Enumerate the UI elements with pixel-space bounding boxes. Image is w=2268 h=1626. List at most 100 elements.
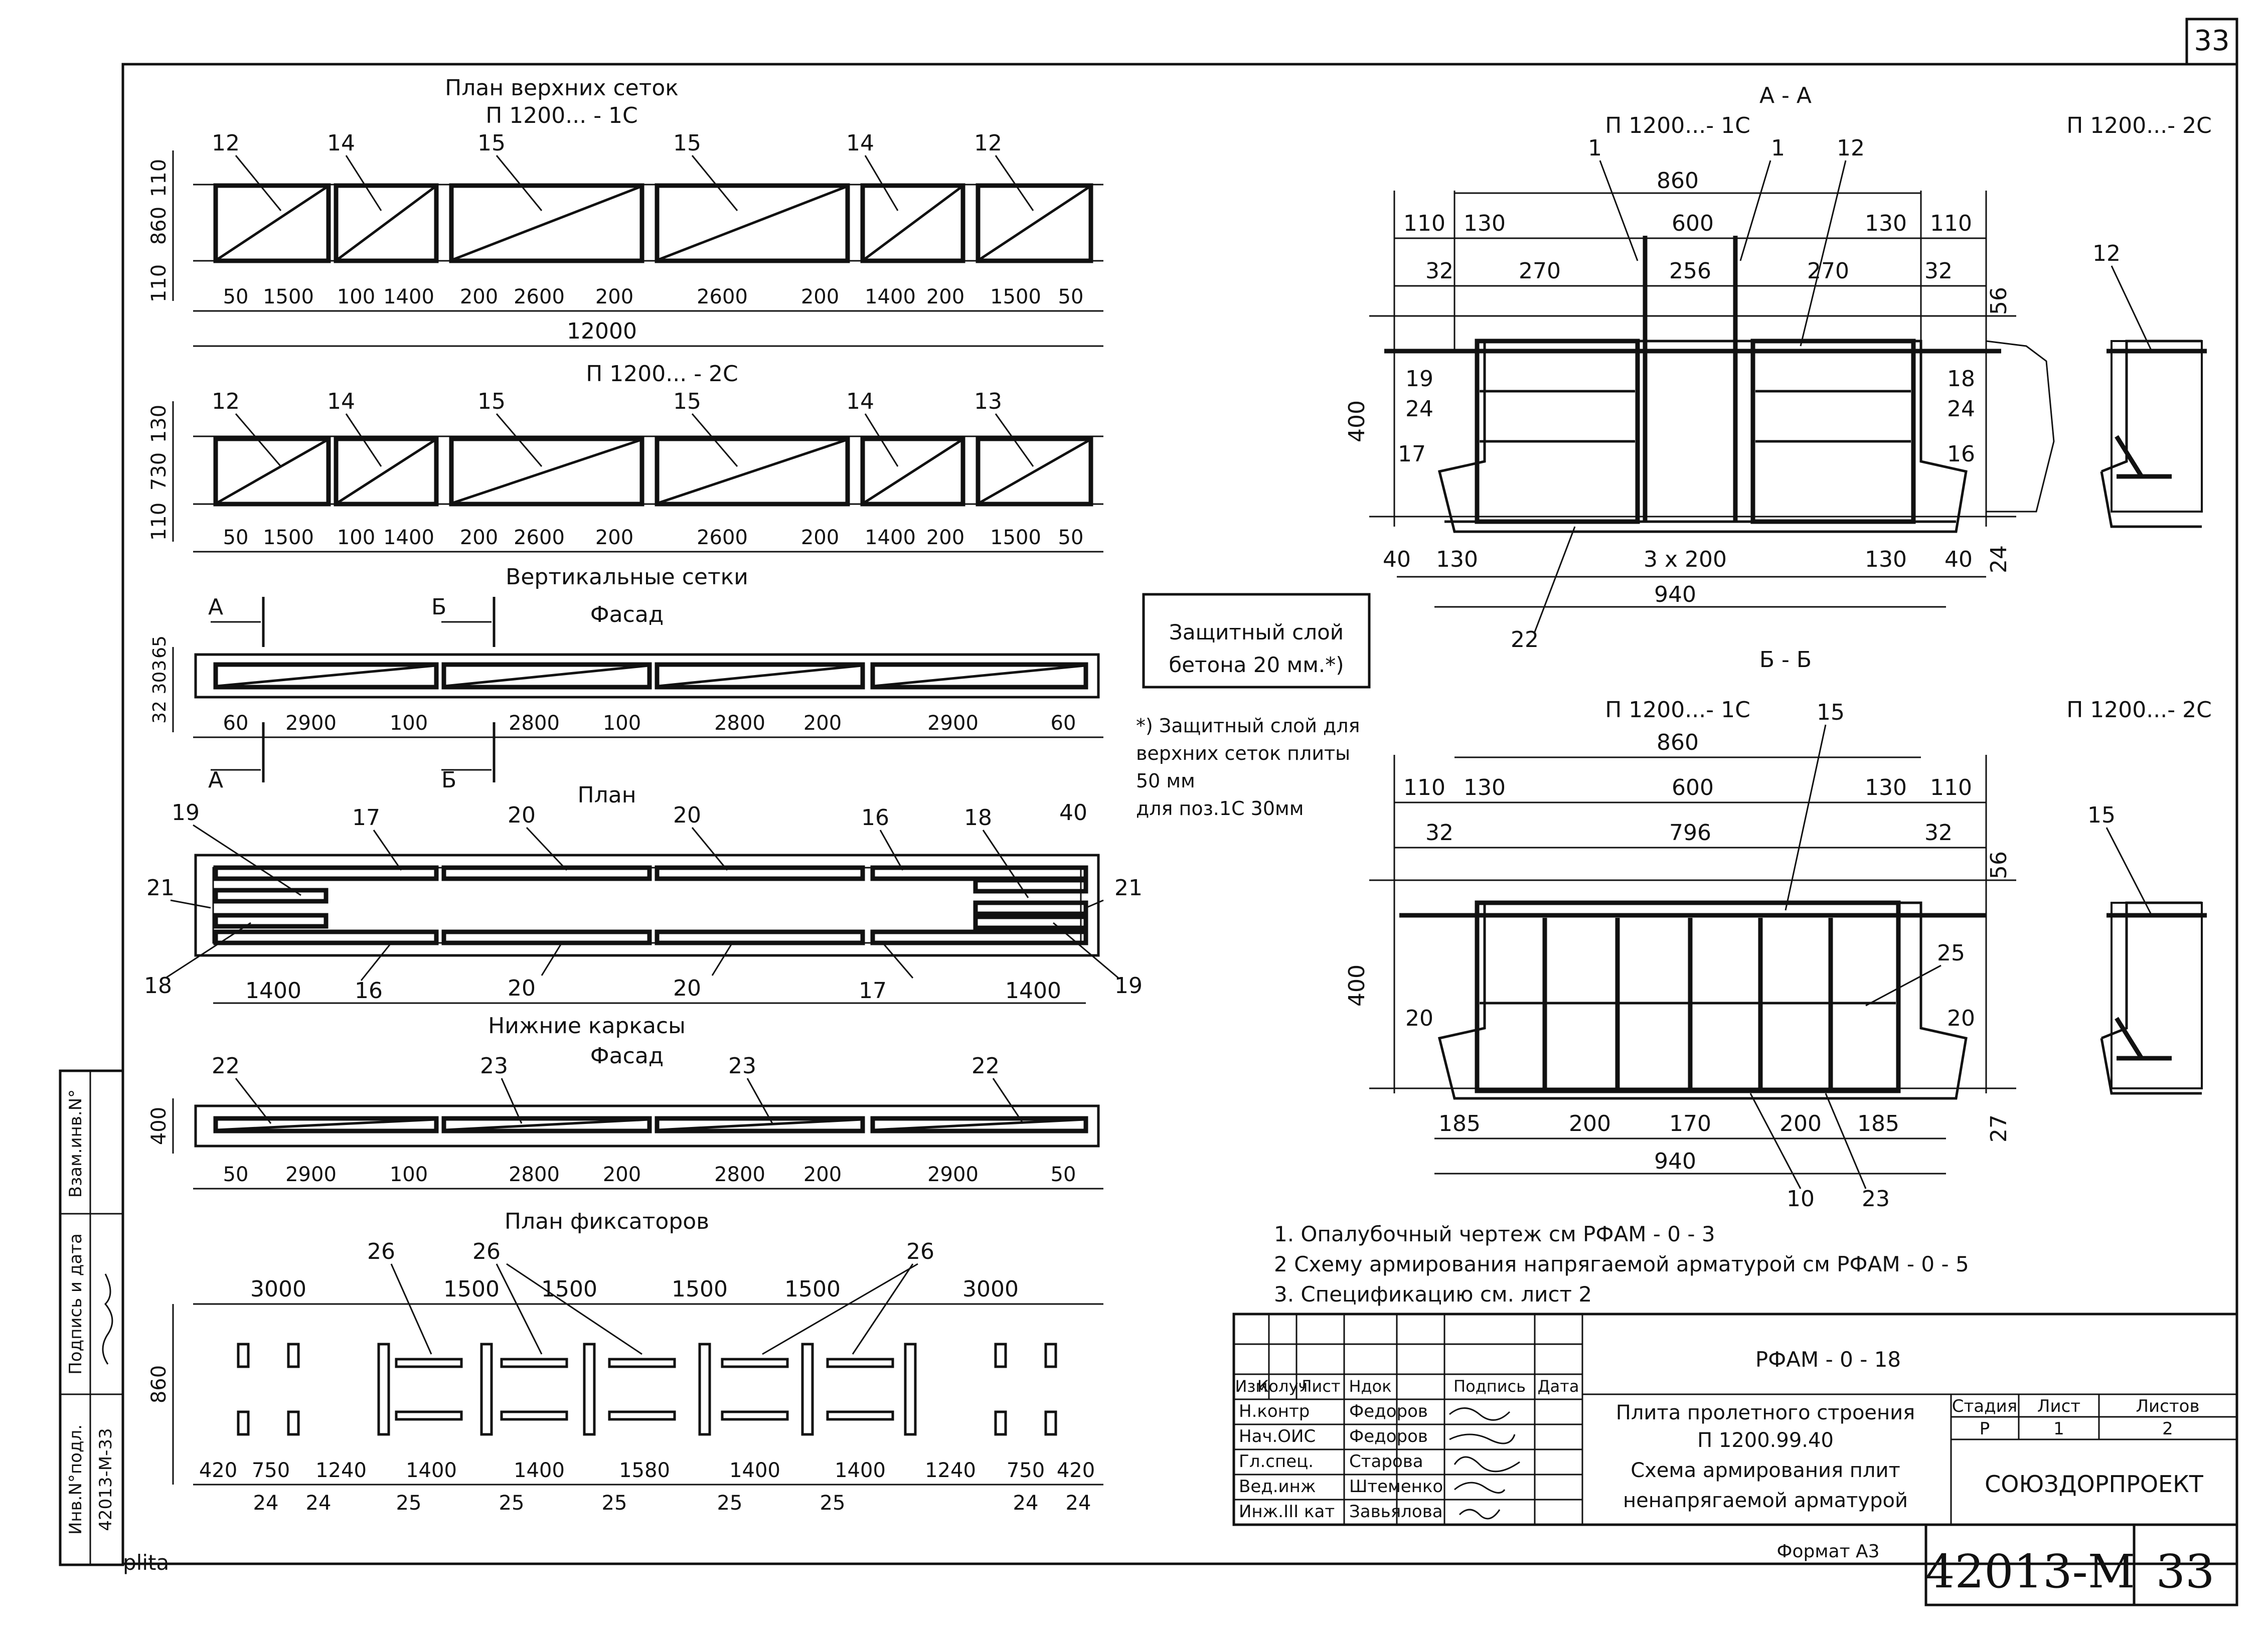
title-line: ненапрягаемой арматурой xyxy=(1623,1489,1908,1512)
sec-mark: 16 xyxy=(1947,441,1975,467)
dim: 2900 xyxy=(285,1163,337,1186)
vdim: 730 xyxy=(147,452,171,491)
sec-mark: 1 xyxy=(1588,135,1602,161)
dim: 60 xyxy=(1051,712,1076,735)
cut-a-top: А xyxy=(208,594,223,620)
stamp-header: Изм xyxy=(1235,1377,1267,1396)
dim: 420 xyxy=(199,1459,237,1482)
sec-mark: 20 xyxy=(1947,1006,1975,1031)
dim: 100 xyxy=(390,712,428,735)
sheet-no-big: 33 xyxy=(2156,1545,2214,1598)
fixator-sub: 24 xyxy=(1013,1492,1039,1515)
sheet-value: 1 xyxy=(2053,1419,2064,1439)
general-notes: 1. Опалубочный чертеж см РФАМ - 0 - 3 2 … xyxy=(1274,1222,1969,1307)
dim: 940 xyxy=(1654,1149,1696,1174)
dim: 940 xyxy=(1654,582,1696,607)
dim: 200 xyxy=(803,1163,842,1186)
dim: 130 xyxy=(1865,547,1907,572)
upper-plan-title: План верхних сеток xyxy=(445,75,679,101)
sidebar-inv-value: 42013-М-33 xyxy=(96,1428,116,1531)
upper-1c-label: П 1200... - 1С xyxy=(485,103,638,128)
plan-mark: 1400 xyxy=(245,978,301,1004)
plan-mark: 16 xyxy=(861,805,889,831)
dim: 32 xyxy=(1924,258,1953,284)
protect-line1: Защитный слой xyxy=(1169,620,1344,644)
fixator-sub: 25 xyxy=(396,1492,422,1515)
format-label: Формат А3 xyxy=(1776,1541,1879,1562)
dim: 2800 xyxy=(509,712,560,735)
lower-mark: 23 xyxy=(728,1053,756,1079)
lower-frames: Нижние каркасы Фасад 22 23 23 22 50 2900… xyxy=(147,1013,1103,1190)
dim: 50 xyxy=(1051,1163,1076,1186)
sec-mark: 17 xyxy=(1398,441,1426,467)
dim: 200 xyxy=(926,285,964,308)
dim: 2600 xyxy=(514,526,565,549)
dim: 600 xyxy=(1672,211,1714,236)
protect-line2: бетона 20 мм.*) xyxy=(1169,653,1344,677)
dim: 200 xyxy=(803,712,842,735)
sec-mark: 10 xyxy=(1787,1186,1815,1212)
section-bb-1c: П 1200...- 1С xyxy=(1605,697,1750,723)
upper-1c-mark: 12 xyxy=(974,130,1002,156)
corner-box xyxy=(2185,18,2238,66)
dim: 130 xyxy=(1464,775,1506,800)
plan-view: План 19 17 20 20 16 18 40 21 21 18 1400 … xyxy=(144,782,1143,1004)
fixator-sub: 24 xyxy=(253,1492,279,1515)
stamp-name: Старова xyxy=(1349,1451,1423,1472)
upper-1c-mark: 15 xyxy=(477,130,506,156)
plan-mark: 1400 xyxy=(1005,978,1061,1004)
upper-2c-mark: 12 xyxy=(212,389,240,414)
fixators-plan: План фиксаторов 3000 1500 1500 1500 1500… xyxy=(147,1209,1103,1515)
sec-mark: 15 xyxy=(1817,700,1845,725)
dim: 860 xyxy=(1657,168,1699,194)
dim: 2600 xyxy=(697,526,748,549)
dim: 2900 xyxy=(285,712,337,735)
dim: 2600 xyxy=(514,285,565,308)
dim: 32 xyxy=(1924,820,1953,846)
sec-mark: 12 xyxy=(2092,241,2121,266)
plan-mark: 20 xyxy=(508,802,536,828)
section-aa: А - А П 1200...- 1С П 1200...- 2С 860 11… xyxy=(1344,83,2212,653)
plan-mark: 20 xyxy=(508,975,536,1001)
sheets-value: 2 xyxy=(2162,1419,2173,1439)
section-aa-2c: П 1200...- 2С xyxy=(2066,113,2212,138)
stage-value: Р xyxy=(1980,1419,1990,1439)
section-aa-title: А - А xyxy=(1759,83,1812,108)
sec-mark: 19 xyxy=(1405,366,1433,392)
dim: 200 xyxy=(603,1163,641,1186)
dim: 2600 xyxy=(697,285,748,308)
sheet-header: Лист xyxy=(2037,1396,2080,1416)
cut-b-top: Б xyxy=(431,594,446,620)
sidebar-inv: Инв.N°подл. xyxy=(66,1424,86,1535)
note: 2 Схему армирования напрягаемой арматуро… xyxy=(1274,1252,1969,1276)
title-block: РФАМ - 0 - 18 Изм Колуч Лист Ндок Подпис… xyxy=(1232,1313,2238,1606)
sec-mark: 12 xyxy=(1837,135,1865,161)
vdim: 860 xyxy=(147,1365,171,1403)
dim: 200 xyxy=(1569,1111,1611,1136)
vdim: 27 xyxy=(1986,1114,2012,1143)
dim: 130 xyxy=(1436,547,1478,572)
dim: 1400 xyxy=(865,285,916,308)
stamp-name: Штеменко xyxy=(1349,1477,1443,1497)
filename-label: plita xyxy=(123,1550,169,1575)
plan-mark: 21 xyxy=(146,875,175,901)
dim: 40 xyxy=(1383,547,1411,572)
stamp-name: Федоров xyxy=(1349,1401,1428,1421)
vdim: 56 xyxy=(1986,851,2012,879)
fixator-sub: 25 xyxy=(717,1492,743,1515)
sec-mark: 22 xyxy=(1511,627,1539,653)
fixator-sub: 25 xyxy=(602,1492,627,1515)
dim: 796 xyxy=(1669,820,1711,846)
note: 1. Опалубочный чертеж см РФАМ - 0 - 3 xyxy=(1274,1222,1715,1246)
vdim: 400 xyxy=(1344,964,1370,1007)
dim: 270 xyxy=(1519,258,1561,284)
sec-mark: 24 xyxy=(1947,396,1975,422)
note: 3. Спецификацию см. лист 2 xyxy=(1274,1282,1592,1307)
vdim: 32 xyxy=(149,701,170,724)
title-line: П 1200.99.40 xyxy=(1697,1429,1834,1452)
section-aa-1c: П 1200...- 1С xyxy=(1605,113,1750,138)
plan-mark: 20 xyxy=(673,802,701,828)
dim: 110 xyxy=(1403,211,1445,236)
vertical-mesh: Вертикальные сетки Фасад А Б А Б 60 2900… xyxy=(149,564,1103,793)
sheets-header: Листов xyxy=(2136,1396,2199,1416)
